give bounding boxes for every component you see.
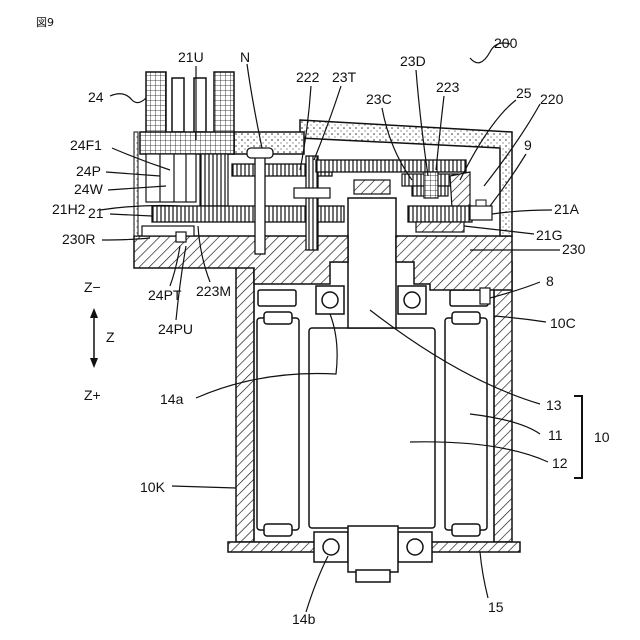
- axis-z: Z: [106, 329, 115, 345]
- label-21A: 21A: [554, 201, 580, 217]
- label-13: 13: [546, 397, 562, 413]
- label-223M: 223M: [196, 283, 231, 299]
- label-14a: 14a: [160, 391, 184, 407]
- label-230R: 230R: [62, 231, 95, 247]
- label-23D: 23D: [400, 53, 426, 69]
- label-23T: 23T: [332, 69, 357, 85]
- label-21U: 21U: [178, 49, 204, 65]
- label-220: 220: [540, 91, 564, 107]
- label-230: 230: [562, 241, 586, 257]
- label-222: 222: [296, 69, 320, 85]
- label-21: 21: [88, 205, 104, 221]
- rotor-12: [309, 328, 435, 528]
- label-15: 15: [488, 599, 504, 615]
- bracket-10: [574, 396, 582, 478]
- label-200: 200: [494, 35, 518, 51]
- magnet-11: [257, 312, 487, 536]
- axis-z-plus: Z+: [84, 387, 101, 403]
- label-N: N: [240, 49, 250, 65]
- label-8: 8: [546, 273, 554, 289]
- label-25: 25: [516, 85, 532, 101]
- label-24W: 24W: [74, 181, 104, 197]
- label-24P: 24P: [76, 163, 101, 179]
- label-24PU: 24PU: [158, 321, 193, 337]
- axis-z-minus: Z−: [84, 279, 101, 295]
- label-10: 10: [594, 429, 610, 445]
- label-12: 12: [552, 455, 568, 471]
- bearing-14b: [314, 526, 432, 582]
- label-223: 223: [436, 79, 460, 95]
- z-axis-indicator: [90, 308, 98, 368]
- label-24PT: 24PT: [148, 287, 182, 303]
- label-24F1: 24F1: [70, 137, 102, 153]
- label-23C: 23C: [366, 91, 392, 107]
- label-14b: 14b: [292, 611, 316, 627]
- label-24: 24: [88, 89, 104, 105]
- label-10K: 10K: [140, 479, 166, 495]
- label-21G: 21G: [536, 227, 562, 243]
- shaft-13: [348, 198, 396, 328]
- gearbox-base-230: [134, 236, 512, 290]
- label-9: 9: [524, 137, 532, 153]
- label-11: 11: [548, 427, 563, 443]
- figure-number: 図9: [36, 16, 54, 29]
- label-21H2: 21H2: [52, 201, 86, 217]
- label-10C: 10C: [550, 315, 576, 331]
